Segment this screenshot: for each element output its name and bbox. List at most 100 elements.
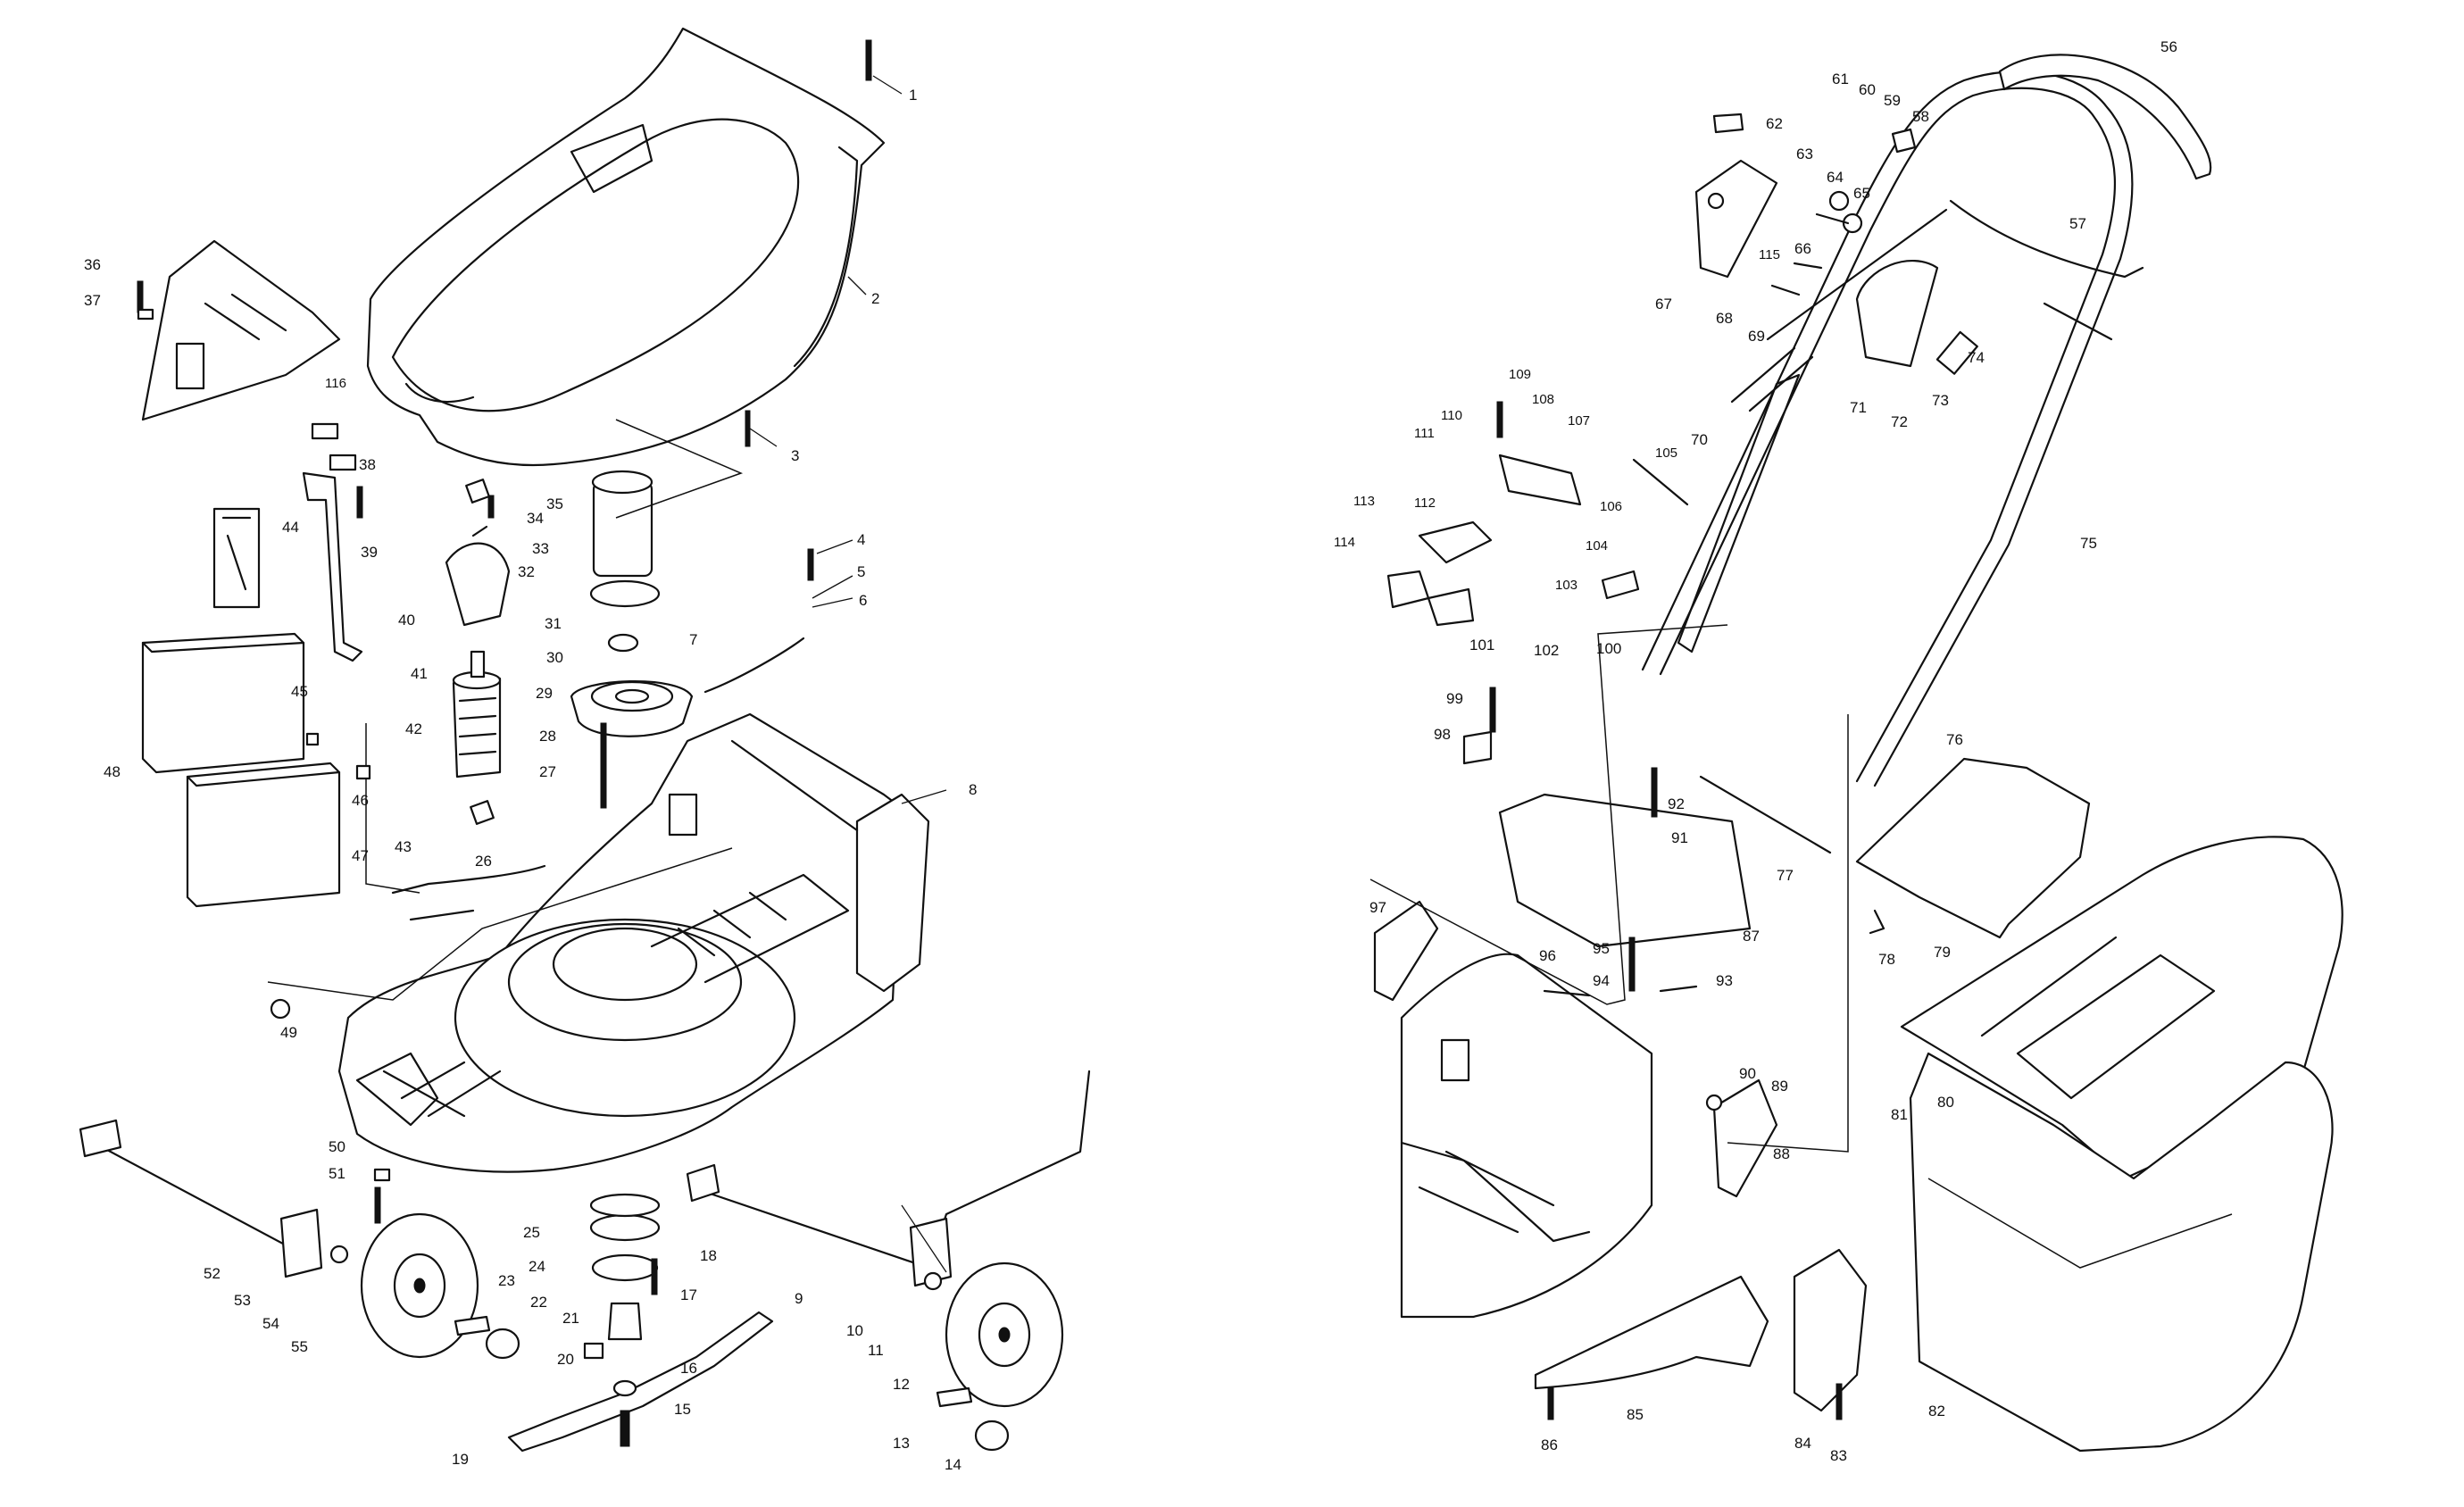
- callout-111: 111: [1414, 426, 1435, 441]
- callout-65: 65: [1853, 185, 1870, 202]
- callout-104: 104: [1586, 538, 1608, 554]
- small-hardware-right: [1462, 112, 1917, 1420]
- callout-21: 21: [562, 1310, 579, 1327]
- callout-74: 74: [1968, 349, 1985, 366]
- callout-105: 105: [1655, 445, 1677, 461]
- cable-loop: [1949, 199, 2144, 279]
- callout-10: 10: [846, 1322, 863, 1339]
- callout-16: 16: [680, 1360, 697, 1377]
- callout-116: 116: [325, 376, 346, 391]
- callout-83: 83: [1830, 1447, 1847, 1464]
- callout-71: 71: [1850, 399, 1867, 416]
- callout-101: 101: [1469, 637, 1494, 654]
- callout-79: 79: [1934, 944, 1951, 961]
- callout-leaders: [749, 75, 947, 1273]
- callout-41: 41: [411, 665, 428, 682]
- axle-right: [686, 1070, 1091, 1287]
- callout-87: 87: [1743, 928, 1760, 945]
- callout-3: 3: [791, 447, 799, 464]
- callout-50: 50: [329, 1138, 345, 1155]
- callout-37: 37: [84, 292, 101, 309]
- callout-66: 66: [1794, 240, 1811, 257]
- callout-63: 63: [1796, 146, 1813, 162]
- callout-109: 109: [1509, 367, 1531, 382]
- callout-32: 32: [518, 563, 535, 580]
- callout-112: 112: [1414, 495, 1436, 511]
- callout-75: 75: [2080, 535, 2097, 552]
- callout-84: 84: [1794, 1435, 1811, 1452]
- callout-103: 103: [1555, 578, 1577, 593]
- right-leader-outlines: [1369, 624, 1849, 1153]
- callout-1: 1: [909, 87, 917, 104]
- callout-94: 94: [1593, 972, 1610, 989]
- callout-38: 38: [359, 456, 376, 473]
- fan-housing: [445, 525, 511, 627]
- small-hardware-left: [137, 39, 1010, 1452]
- motor-flange: [570, 679, 694, 737]
- callout-67: 67: [1655, 296, 1672, 312]
- callout-61: 61: [1832, 71, 1849, 87]
- callout-42: 42: [405, 720, 422, 737]
- lower-handle-rods: [1677, 346, 1814, 654]
- callout-69: 69: [1748, 328, 1765, 345]
- callout-93: 93: [1716, 972, 1733, 989]
- callout-40: 40: [398, 612, 415, 629]
- callout-39: 39: [361, 544, 378, 561]
- axle-left: [79, 1119, 323, 1278]
- callout-9: 9: [795, 1290, 803, 1307]
- grass-bag: [1909, 1052, 2334, 1453]
- motor-armature: [452, 650, 502, 778]
- callout-26: 26: [475, 853, 492, 870]
- callout-95: 95: [1593, 940, 1610, 957]
- callout-22: 22: [530, 1294, 547, 1311]
- callout-100: 100: [1596, 640, 1621, 657]
- callout-30: 30: [546, 649, 563, 666]
- blade-hub: [589, 1213, 661, 1341]
- callout-6: 6: [859, 592, 867, 609]
- callout-19: 19: [452, 1451, 469, 1468]
- handle-grip: [1998, 54, 2212, 180]
- battery-2: [186, 762, 341, 908]
- callout-46: 46: [352, 792, 369, 809]
- callout-18: 18: [700, 1247, 717, 1264]
- grass-box-lid: [1855, 757, 2091, 939]
- chassis-right: [1400, 953, 1653, 1319]
- mower-deck: [337, 712, 930, 1173]
- callout-78: 78: [1878, 951, 1895, 968]
- callout-90: 90: [1739, 1065, 1756, 1082]
- callout-28: 28: [539, 728, 556, 745]
- callout-72: 72: [1891, 413, 1908, 430]
- callout-88: 88: [1773, 1145, 1790, 1162]
- callout-107: 107: [1568, 413, 1590, 429]
- callout-102: 102: [1534, 642, 1559, 659]
- callout-110: 110: [1441, 408, 1462, 423]
- callout-114: 114: [1334, 535, 1355, 550]
- callout-labels: 1 2 3 4 5 6 7 8 9 10 11 12 13 14 15 16 1…: [84, 38, 2177, 1473]
- callout-70: 70: [1691, 431, 1708, 448]
- wheel-right: [945, 1261, 1064, 1408]
- callout-15: 15: [674, 1401, 691, 1418]
- callout-5: 5: [857, 563, 865, 580]
- side-brackets: [1373, 900, 1868, 1412]
- callout-86: 86: [1541, 1436, 1558, 1453]
- wheel-left: [360, 1212, 479, 1359]
- callout-8: 8: [969, 781, 977, 798]
- callout-81: 81: [1891, 1106, 1908, 1123]
- callout-36: 36: [84, 256, 101, 273]
- callout-89: 89: [1771, 1078, 1788, 1095]
- callout-82: 82: [1928, 1403, 1945, 1420]
- callout-56: 56: [2160, 38, 2177, 55]
- callout-4: 4: [857, 531, 865, 548]
- callout-44: 44: [282, 519, 299, 536]
- callout-29: 29: [536, 685, 553, 702]
- callout-68: 68: [1716, 310, 1733, 327]
- callout-20: 20: [557, 1351, 574, 1368]
- battery-1: [141, 632, 305, 774]
- callout-99: 99: [1446, 690, 1463, 707]
- callout-27: 27: [539, 763, 556, 780]
- callout-24: 24: [529, 1258, 545, 1275]
- callout-64: 64: [1827, 169, 1844, 186]
- switch-assembly: [1386, 454, 1582, 627]
- callout-47: 47: [352, 847, 369, 864]
